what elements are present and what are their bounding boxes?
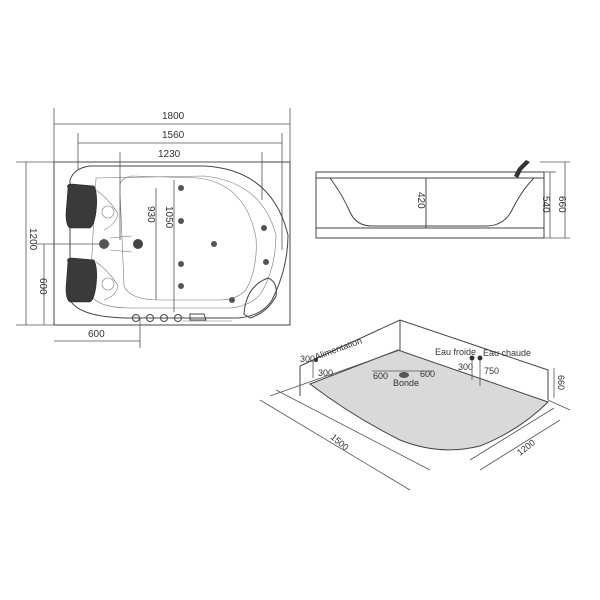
floor-tray — [308, 349, 549, 451]
jet — [178, 283, 184, 289]
plan-inner-basin — [69, 165, 289, 319]
side-faucet — [514, 160, 530, 178]
label-alimentation: Alimentation — [313, 336, 363, 362]
dim-600-plan-vertical: 600 — [37, 278, 48, 295]
dim-600-left: 600 — [373, 371, 388, 381]
dim-300-alimentation: 300 — [300, 354, 315, 364]
control-button — [160, 314, 168, 322]
dim-300-water: 300 — [458, 362, 473, 372]
dim-540: 540 — [540, 196, 551, 213]
jet — [211, 241, 217, 247]
side-view: 420 540 660 — [315, 160, 570, 239]
dim-300-alimentation-b: 300 — [318, 368, 333, 378]
jet — [263, 259, 269, 265]
faucet — [189, 313, 207, 321]
back-wall — [299, 319, 549, 400]
hot-water-point — [477, 355, 483, 361]
side-outer-frame — [315, 171, 545, 239]
jet — [178, 218, 184, 224]
dim-1500: 1500 — [329, 432, 351, 453]
jet — [261, 225, 267, 231]
supply-point — [314, 358, 318, 362]
side-basin-profile — [329, 177, 535, 227]
dim-1200-plan: 1200 — [27, 228, 38, 251]
plan-view: 1800 1560 1230 1200 600 600 930 1050 — [16, 108, 291, 348]
dim-600-plan-horizontal: 600 — [88, 329, 105, 340]
jet — [178, 261, 184, 267]
dim-420: 420 — [415, 192, 426, 209]
cold-water-point — [469, 355, 475, 361]
plan-seat-outline — [119, 175, 257, 301]
headrest-lower — [65, 257, 97, 303]
label-eau-froide: Eau froide — [435, 347, 476, 357]
dim-1230: 1230 — [158, 149, 181, 160]
corner-headrest — [243, 277, 277, 319]
dim-1560: 1560 — [162, 130, 185, 141]
dim-930: 930 — [145, 206, 156, 223]
control-button — [146, 314, 154, 322]
control-button — [132, 314, 140, 322]
headrest-upper — [65, 183, 97, 229]
plan-inner-basin-rim — [89, 175, 277, 309]
label-eau-chaude: Eau chaude — [483, 348, 531, 358]
dim-750: 750 — [484, 366, 499, 376]
dim-1800: 1800 — [162, 111, 185, 122]
install-view: Alimentation Eau froide Eau chaude Bonde… — [259, 319, 571, 491]
dim-1050: 1050 — [163, 206, 174, 229]
dim-660-install: 660 — [556, 375, 566, 390]
dim-600-right: 600 — [420, 369, 435, 379]
jet — [178, 185, 184, 191]
label-bonde: Bonde — [393, 378, 419, 388]
control-button — [174, 314, 182, 322]
dim-660-side: 660 — [556, 196, 567, 213]
dim-1200-install: 1200 — [515, 437, 537, 457]
drain-fitting — [99, 239, 109, 249]
drain-point — [399, 372, 409, 378]
jet — [229, 297, 235, 303]
